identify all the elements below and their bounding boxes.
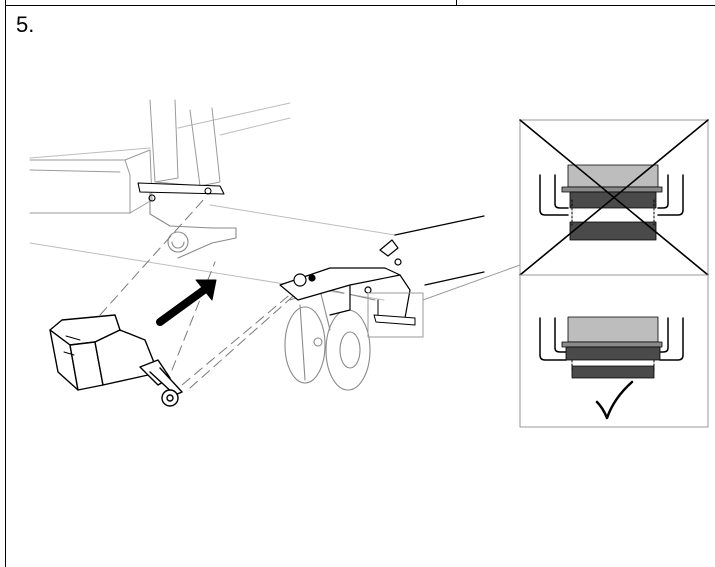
cross-icon <box>519 119 709 276</box>
callout-box <box>367 264 521 338</box>
detail-panel-correct <box>519 274 709 428</box>
frame-rails-dark <box>394 215 485 286</box>
arrow-icon <box>156 279 217 326</box>
frame-border-left <box>5 0 6 567</box>
step-number: 5. <box>16 12 35 37</box>
caster-wheel <box>284 289 376 391</box>
callout-detail <box>373 299 416 326</box>
mounting-bracket <box>137 182 237 259</box>
checkmark-icon <box>595 380 634 420</box>
caster-mount <box>279 239 411 323</box>
detail-panel-incorrect <box>519 119 709 276</box>
frame-border-top <box>5 5 715 6</box>
column-divider-tick <box>456 0 457 6</box>
motor-unit <box>49 314 183 407</box>
side-beam <box>29 149 153 214</box>
upright-post <box>149 99 221 187</box>
